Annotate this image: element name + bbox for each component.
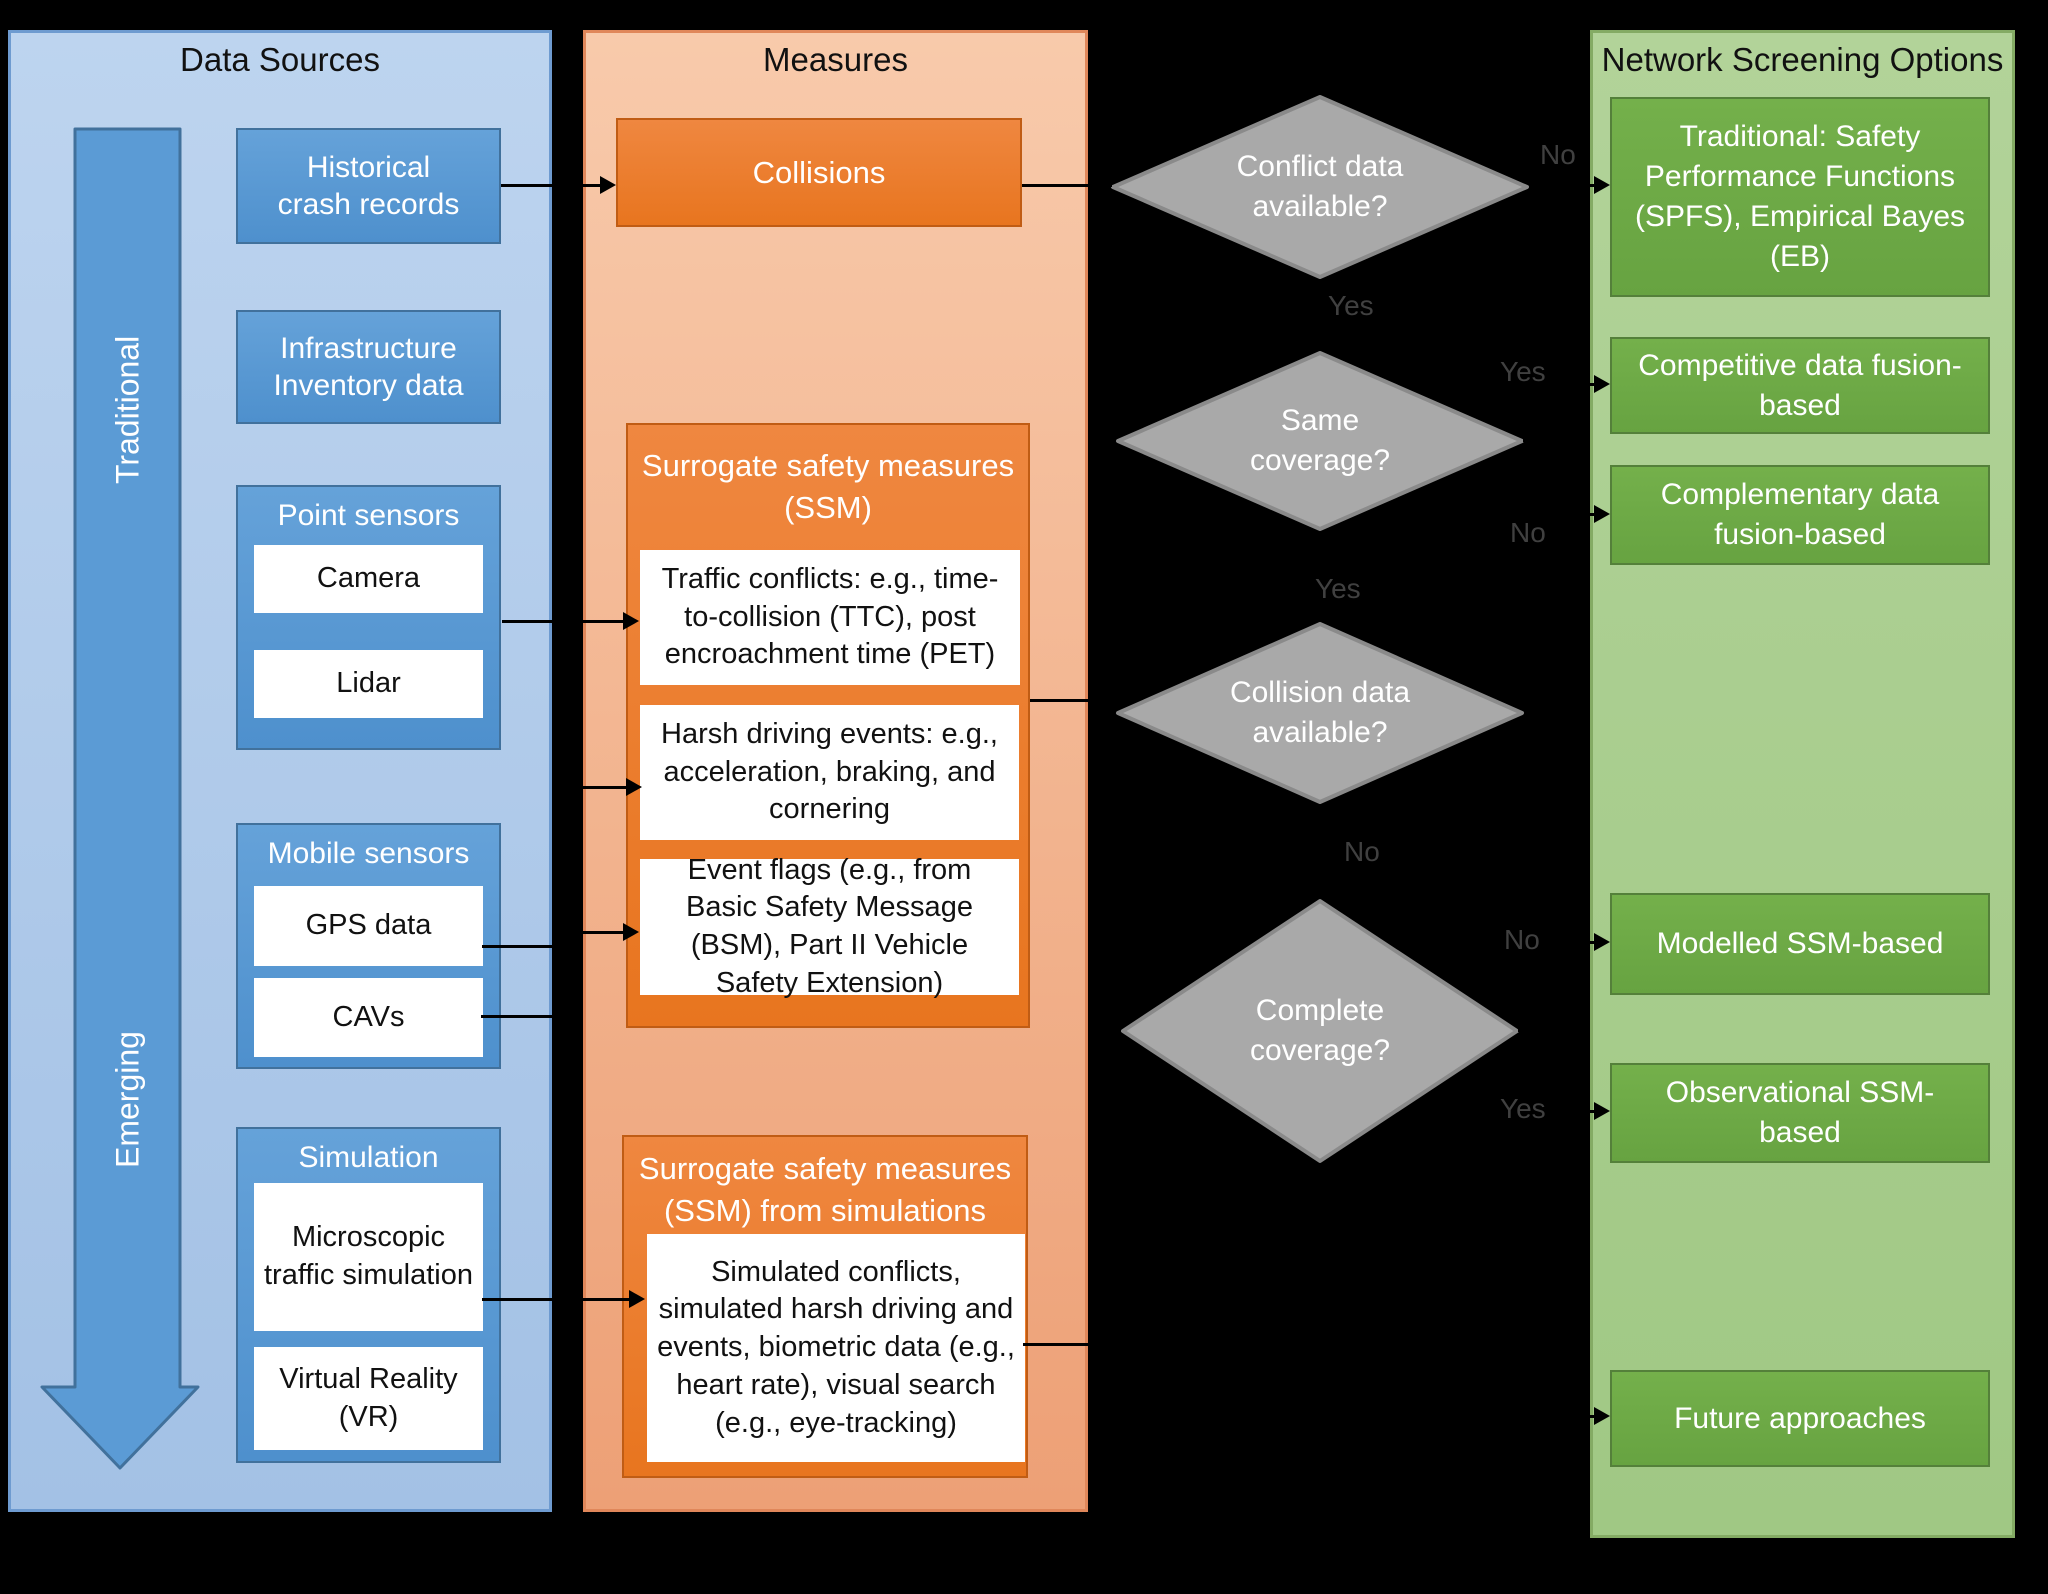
group-mobile-sensors: Mobile sensors GPS data CAVs <box>236 823 501 1069</box>
arrowhead-traffic-conflicts <box>623 612 639 630</box>
box-observational-ssm: Observational SSM-based <box>1610 1063 1990 1163</box>
box-virtual-reality: Virtual Reality (VR) <box>254 1347 483 1450</box>
arrowhead-complementary <box>1594 505 1610 523</box>
edge-d1-to-d2 <box>1318 280 1321 350</box>
arrowhead-competitive <box>1594 375 1610 393</box>
simulation-title: Simulation <box>298 1141 439 1174</box>
edge-d2-stub <box>1523 439 1553 442</box>
edge-historical-to-collisions <box>501 184 603 187</box>
label-d3-no: No <box>1344 836 1380 867</box>
arrowhead-ssm-sim <box>629 1290 645 1308</box>
box-event-flags: Event flags (e.g., from Basic Safety Mes… <box>640 854 1019 999</box>
label-d3-yes: Yes <box>1315 573 1361 604</box>
label-d4-no: No <box>1504 924 1540 955</box>
emerging-label: Emerging <box>109 1031 146 1169</box>
edge-d4-to-observational <box>1550 1110 1597 1113</box>
edge-d3-to-d2 <box>1318 533 1321 621</box>
edge-mobile-merge <box>564 931 567 1018</box>
box-camera: Camera <box>254 545 483 613</box>
arrowhead-event-flags <box>623 923 639 941</box>
edge-pointsensors-to-trafficconflicts <box>502 620 626 623</box>
arrowhead-harsh-driving <box>626 778 642 796</box>
decision-conflict-data: Conflict data available? <box>1110 94 1530 280</box>
edge-ssm-to-d3 <box>1030 699 1110 702</box>
box-harsh-driving-events: Harsh driving events: e.g., acceleration… <box>640 705 1019 840</box>
box-cavs: CAVs <box>254 978 483 1057</box>
edge-ssmsim-down <box>1560 1343 1563 1417</box>
box-gps-data: GPS data <box>254 886 483 966</box>
edge-simulation-to-ssmsim <box>482 1298 632 1301</box>
point-sensors-title: Point sensors <box>277 499 460 532</box>
edge-d2-down <box>1550 441 1553 515</box>
decision-complete-coverage-label: Complete coverage? <box>1249 993 1391 1068</box>
group-point-sensors: Point sensors Camera Lidar <box>236 485 501 750</box>
measures-title: Measures <box>763 41 908 78</box>
decision-collision-data-label: Collision data available? <box>1229 675 1411 750</box>
arrowhead-future-approaches <box>1594 1407 1610 1425</box>
label-d1-no: No <box>1540 139 1576 170</box>
group-ssm: Surrogate safety measures (SSM) Traffic … <box>626 423 1030 1028</box>
ssm-simulations-title: Surrogate safety measures (SSM) from sim… <box>638 1151 1012 1228</box>
decision-same-coverage: Same coverage? <box>1115 350 1525 532</box>
mobile-sensors-title: Mobile sensors <box>267 837 470 870</box>
box-microscopic-simulation: Microscopic traffic simulation <box>254 1183 483 1331</box>
box-historical-crash-records: Historical crash records <box>236 128 501 244</box>
edge-d2-up <box>1550 384 1553 442</box>
edge-gps-out <box>482 945 566 948</box>
box-traditional-spf-eb: Traditional: Safety Performance Function… <box>1610 97 1990 297</box>
arrowhead-observational <box>1594 1102 1610 1120</box>
label-d2-yes: Yes <box>1500 356 1546 387</box>
decision-conflict-data-label: Conflict data available? <box>1236 149 1404 224</box>
label-d2-no: No <box>1510 517 1546 548</box>
box-lidar: Lidar <box>254 650 483 718</box>
traditional-label: Traditional <box>109 335 146 485</box>
box-collisions: Collisions <box>616 118 1022 227</box>
edge-d4-up <box>1550 942 1553 1031</box>
group-simulation: Simulation Microscopic traffic simulatio… <box>236 1127 501 1463</box>
box-infrastructure-inventory: Infrastructure Inventory data <box>236 310 501 424</box>
edge-d4-to-modelled <box>1550 941 1597 944</box>
box-future-approaches: Future approaches <box>1610 1370 1990 1467</box>
edge-d4-down <box>1550 1031 1553 1112</box>
edge-d3-to-d4 <box>1318 805 1321 898</box>
arrowhead-collisions <box>600 176 616 194</box>
edge-to-harshdriving <box>556 786 629 789</box>
data-sources-title: Data Sources <box>180 41 380 78</box>
network-screening-title: Network Screening Options <box>1601 41 2004 78</box>
box-competitive-fusion: Competitive data fusion-based <box>1610 337 1990 434</box>
decision-complete-coverage: Complete coverage? <box>1120 898 1520 1164</box>
traditional-emerging-arrow <box>40 126 200 1472</box>
edge-d4-stub <box>1518 1029 1553 1032</box>
arrowhead-modelled <box>1594 933 1610 951</box>
box-modelled-ssm: Modelled SSM-based <box>1610 893 1990 995</box>
box-complementary-fusion: Complementary data fusion-based <box>1610 465 1990 565</box>
edge-collisions-to-d1 <box>1022 184 1112 187</box>
box-traffic-conflicts: Traffic conflicts: e.g., time-to-collisi… <box>640 550 1020 685</box>
edge-d2-to-complementary <box>1550 513 1597 516</box>
edge-cavs-out <box>481 1015 566 1018</box>
label-d1-yes: Yes <box>1328 290 1374 321</box>
edge-d2-to-competitive <box>1550 383 1597 386</box>
edge-to-eventflags <box>564 931 626 934</box>
label-d4-yes: Yes <box>1500 1093 1546 1124</box>
arrowhead-traditional <box>1594 176 1610 194</box>
decision-collision-data: Collision data available? <box>1115 621 1525 805</box>
group-ssm-simulations: Surrogate safety measures (SSM) from sim… <box>622 1135 1028 1478</box>
edge-d1-to-traditional <box>1532 184 1597 187</box>
edge-ssmsim-out <box>1023 1343 1563 1346</box>
decision-same-coverage-label: Same coverage? <box>1249 403 1391 478</box>
edge-ssmsim-to-future <box>1560 1415 1597 1418</box>
box-simulated-conflicts: Simulated conflicts, simulated harsh dri… <box>647 1234 1025 1462</box>
ssm-title: Surrogate safety measures (SSM) <box>641 448 1015 525</box>
